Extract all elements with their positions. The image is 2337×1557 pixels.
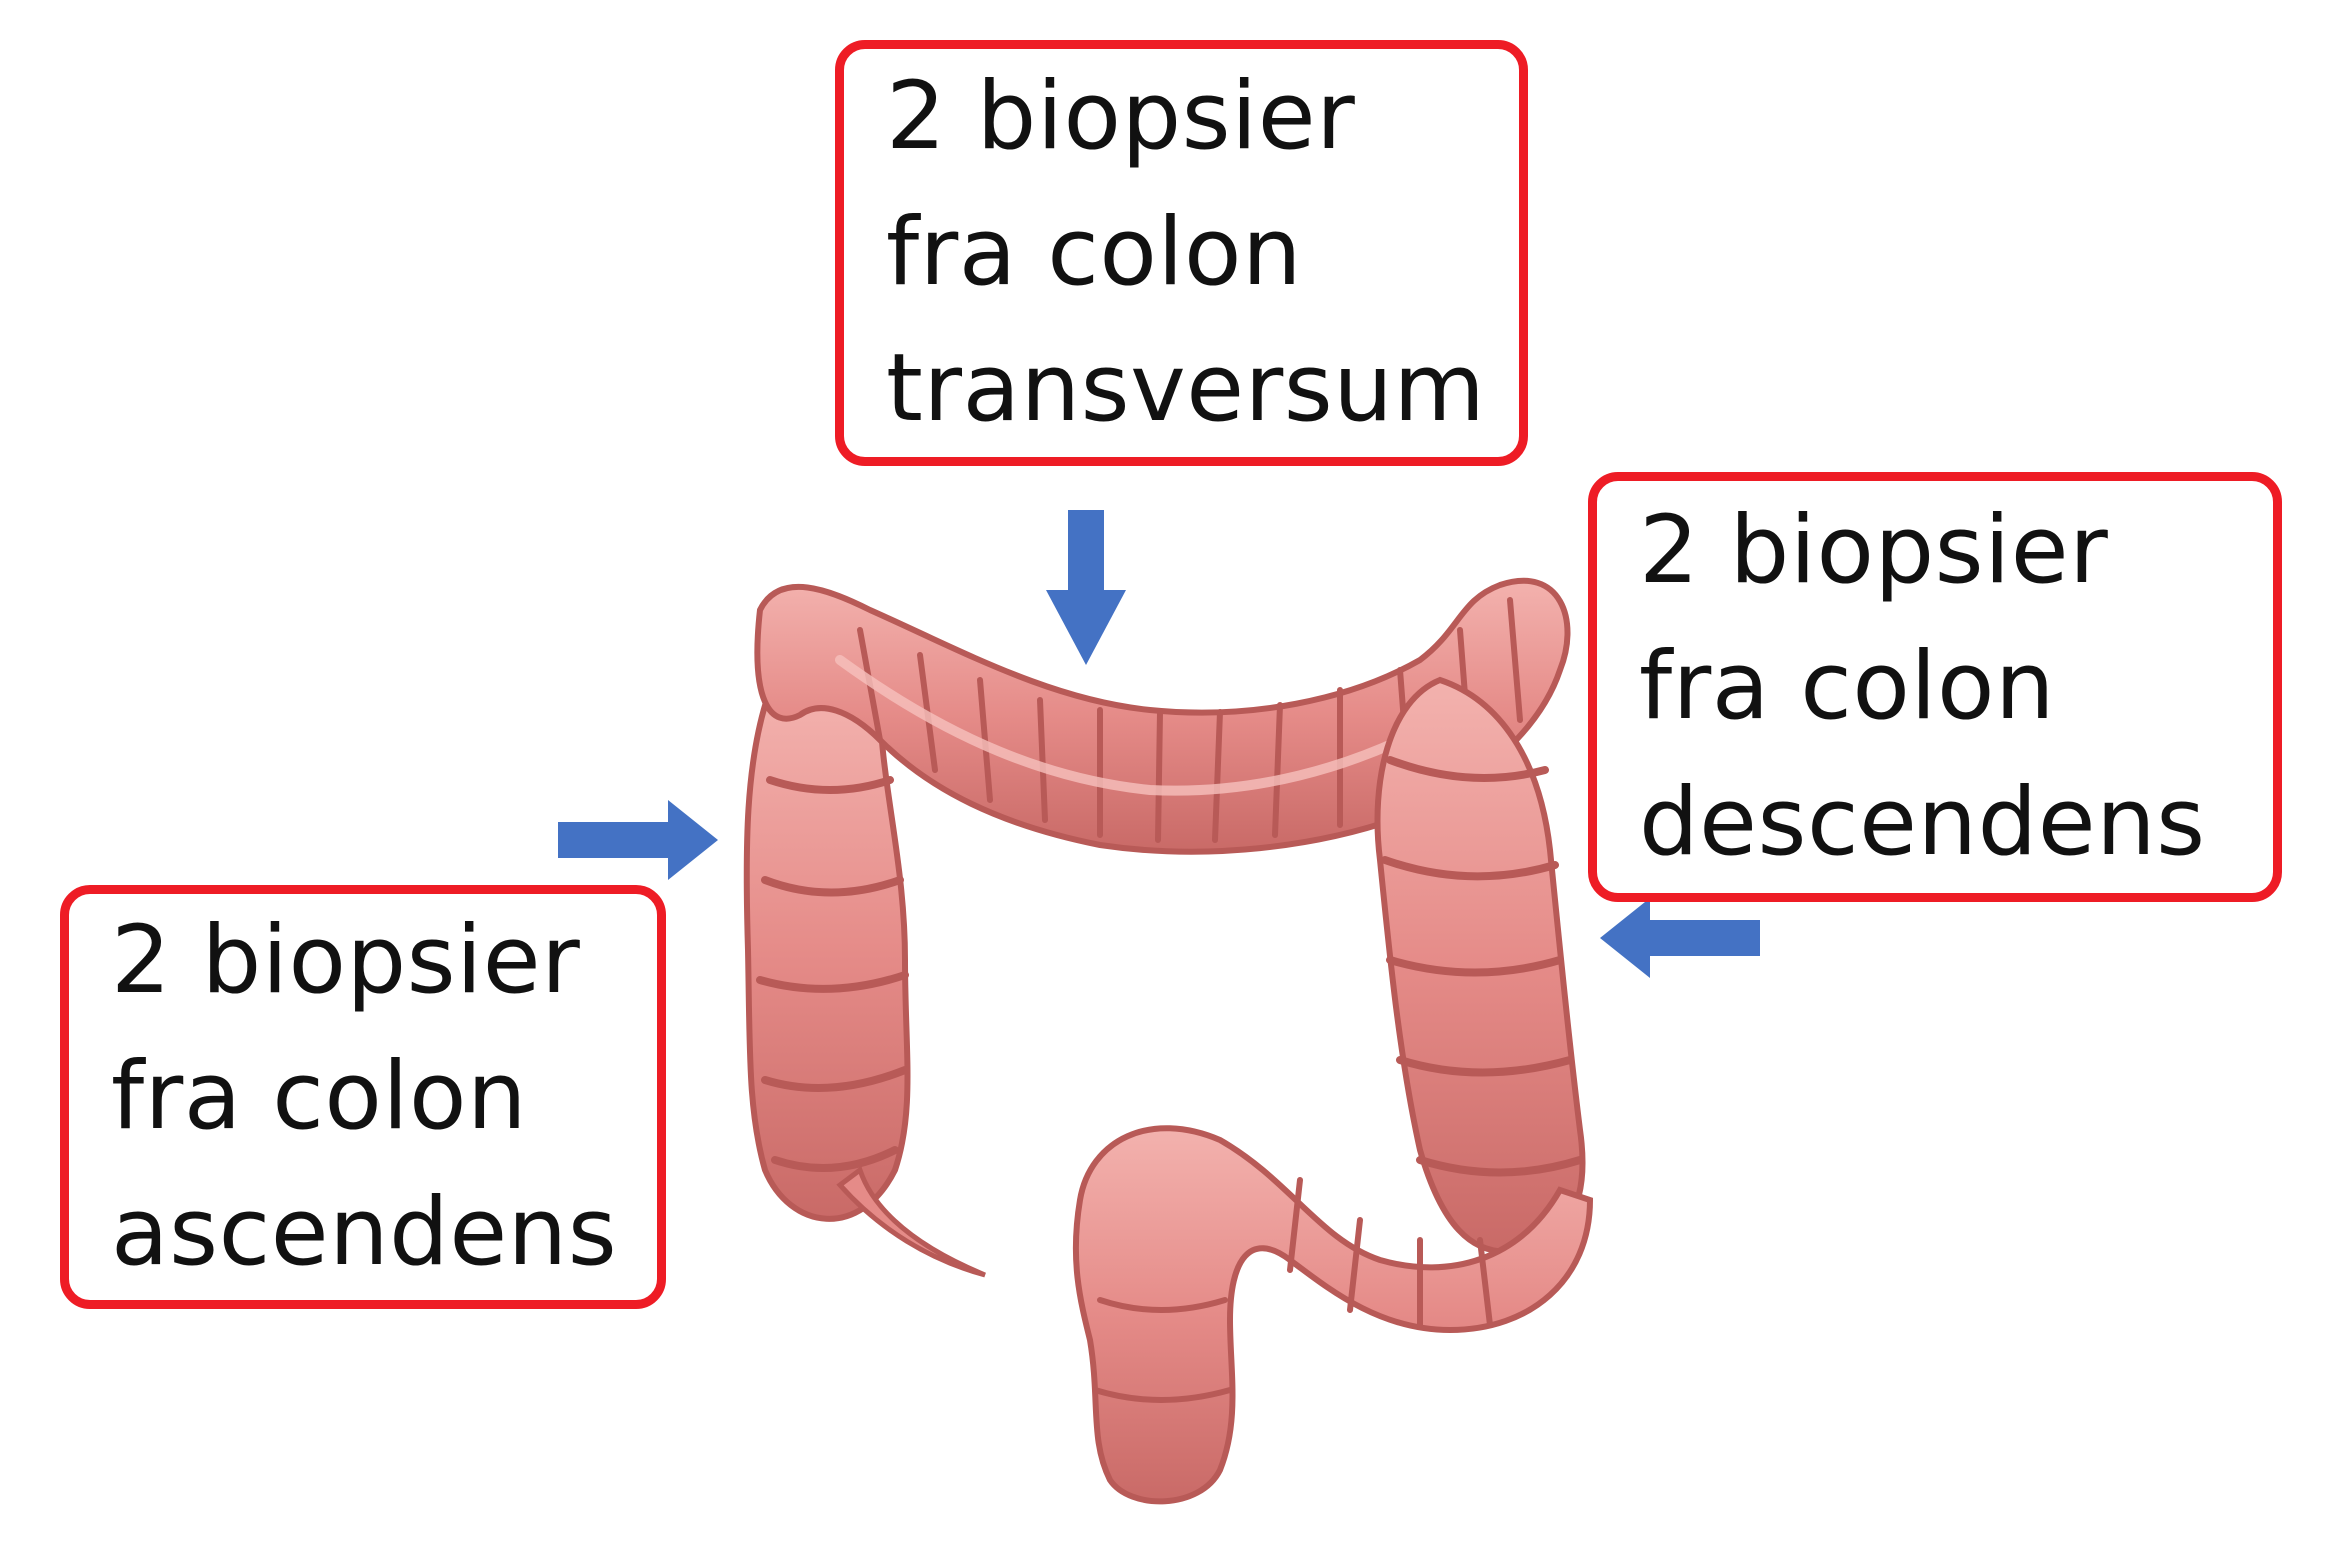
label-line: 2 biopsier bbox=[111, 906, 581, 1015]
label-line: 2 biopsier bbox=[886, 62, 1356, 171]
label-line: fra colon bbox=[886, 198, 1303, 307]
label-line: transversum bbox=[886, 334, 1486, 443]
ascending-colon bbox=[743, 686, 986, 1278]
sigmoid-colon bbox=[1072, 1125, 1594, 1505]
label-line: fra colon bbox=[1639, 632, 2056, 741]
arrow-transversum bbox=[1046, 510, 1126, 665]
label-box-transversum: 2 biopsier fra colon transversum bbox=[835, 40, 1528, 466]
label-line: ascendens bbox=[111, 1178, 618, 1287]
label-line: descendens bbox=[1639, 768, 2206, 877]
label-line: fra colon bbox=[111, 1042, 528, 1151]
label-box-ascendens: 2 biopsier fra colon ascendens bbox=[60, 885, 666, 1309]
descending-colon bbox=[1374, 676, 1586, 1255]
label-box-descendens: 2 biopsier fra colon descendens bbox=[1588, 472, 2282, 902]
arrow-descendens bbox=[1600, 898, 1760, 978]
arrow-ascendens bbox=[558, 800, 718, 880]
label-line: 2 biopsier bbox=[1639, 496, 2109, 605]
